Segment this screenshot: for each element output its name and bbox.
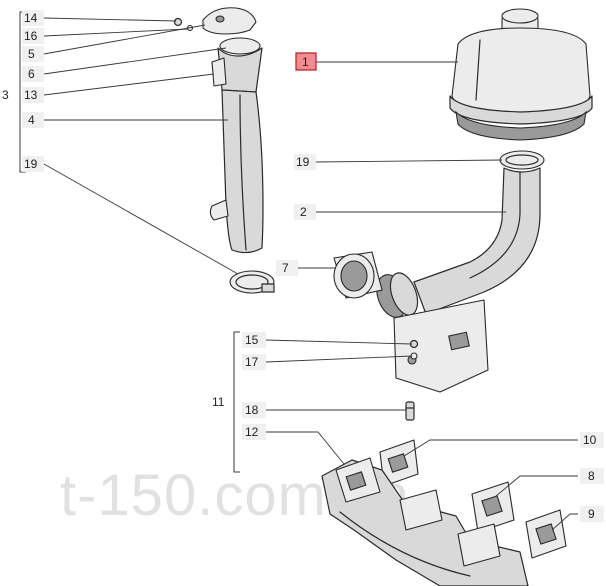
pipe-nozzle	[209, 199, 229, 221]
label-17: 17	[245, 355, 259, 369]
pipe-bracket	[211, 57, 227, 87]
label-box-14	[22, 10, 44, 26]
label-8: 8	[588, 469, 595, 483]
label-box-2	[294, 204, 316, 220]
lead-12	[266, 431, 345, 465]
pipe-upper	[217, 47, 263, 93]
label-box-19a	[22, 156, 44, 172]
clamp-left-inner	[235, 274, 269, 290]
lead-14	[43, 17, 177, 22]
lead-10	[403, 439, 578, 457]
label-5: 5	[28, 47, 35, 61]
label-15: 15	[245, 333, 259, 347]
label-box-10	[580, 432, 604, 448]
label-box-6	[22, 66, 44, 82]
lead-6	[43, 47, 227, 75]
mount-bracket	[393, 299, 489, 393]
nut-part	[173, 17, 183, 27]
label-box-1-highlighted	[295, 52, 317, 71]
label-16: 16	[24, 29, 38, 43]
cap-part	[202, 7, 257, 35]
lead-8	[495, 475, 578, 497]
manifold-shade	[339, 511, 471, 577]
intake-pipe-assembly	[173, 7, 275, 294]
lead-19a	[43, 163, 239, 275]
pipe-body	[221, 89, 264, 254]
hose-body	[413, 167, 541, 315]
gasket-8-hole	[481, 495, 503, 517]
manifold-flange-3	[457, 523, 501, 567]
air-cleaner-assembly	[449, 8, 593, 141]
elbow-mouth-inner	[340, 260, 368, 292]
label-box-7	[276, 260, 298, 276]
label-11: 11	[212, 395, 225, 409]
lead-15	[265, 339, 413, 345]
lead-19b	[315, 159, 503, 163]
label-6: 6	[28, 67, 35, 81]
label-2: 2	[300, 205, 307, 219]
label-box-16	[22, 28, 44, 44]
manifold-port-1	[345, 471, 367, 491]
pipe-ring	[219, 37, 261, 55]
cleaner-band-1	[449, 95, 593, 125]
label-box-17	[242, 354, 266, 370]
clamp-right-inner	[505, 154, 539, 166]
label-4: 4	[28, 113, 35, 127]
lead-16	[43, 28, 189, 37]
label-9: 9	[588, 507, 595, 521]
manifold-flange-2	[399, 489, 443, 531]
label-12: 12	[245, 425, 259, 439]
label-3: 3	[2, 88, 9, 102]
intake-hose-assembly	[333, 150, 545, 393]
stud-part	[405, 401, 415, 421]
pipe-shade-line	[239, 94, 247, 251]
lead-17	[265, 355, 413, 363]
clamp-left-screw	[261, 283, 275, 293]
hose-shade	[469, 171, 521, 279]
label-1: 1	[302, 55, 309, 69]
label-box-9	[580, 506, 604, 522]
lead-5	[43, 24, 206, 55]
gasket-9-hole	[535, 523, 557, 545]
lead-13	[43, 73, 215, 96]
label-box-4	[22, 112, 44, 128]
label-19b: 19	[296, 155, 310, 169]
gasket-10-hole	[387, 453, 409, 473]
group-bracket-11	[233, 331, 240, 473]
label-19a: 19	[24, 157, 38, 171]
leader-lines	[43, 17, 578, 531]
cleaner-body	[451, 27, 591, 115]
cleaner-band-2	[455, 110, 587, 141]
manifold-assembly	[321, 439, 567, 586]
label-7: 7	[282, 261, 289, 275]
label-box-5	[22, 46, 44, 62]
lead-9	[551, 513, 578, 531]
cap-hole	[215, 15, 225, 23]
bracket-slot	[448, 331, 470, 351]
cleaner-shade	[475, 39, 481, 101]
callout-labels: 14 16 5 6 3 13 4 19 1 19 2 7 15 17 11 18…	[2, 10, 604, 522]
label-13: 13	[24, 88, 38, 102]
cleaner-top-cap	[501, 8, 539, 24]
label-14: 14	[24, 11, 38, 25]
label-box-18	[242, 402, 266, 418]
label-box-13	[22, 87, 44, 103]
label-box-19b	[294, 154, 316, 170]
label-18: 18	[245, 403, 259, 417]
label-box-15	[242, 332, 266, 348]
label-box-8	[580, 468, 604, 484]
label-10: 10	[583, 433, 597, 447]
label-box-12	[242, 424, 266, 440]
